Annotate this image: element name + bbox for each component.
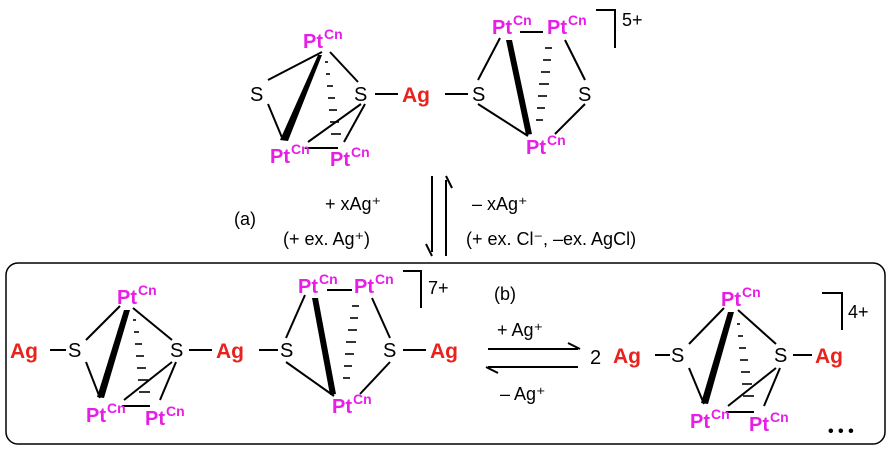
step-b-coefficient: 2	[590, 347, 601, 369]
box-left-ag-terminal: Ag	[10, 340, 38, 363]
box-right-pt-upper	[721, 284, 761, 311]
step-a-forward-line2: (+ ex. Ag⁺)	[283, 229, 370, 249]
equilibrium-a: (a) + xAg⁺ (+ ex. Ag⁺) – xAg⁺ (+ ex. Cl⁻…	[234, 175, 636, 257]
box-left-ag-bridge: Ag	[216, 340, 244, 363]
box-right-s-bridge: S	[774, 345, 787, 367]
box-mid-pt-upper-a	[298, 271, 338, 298]
box-right-cluster-s-bridge: S	[280, 340, 293, 362]
box-right-pt-lower-b	[749, 409, 789, 436]
equilibrium-b: (b) + Ag⁺ – Ag⁺ 2	[485, 284, 601, 404]
step-b-forward: + Ag⁺	[497, 320, 543, 340]
box-right-s-outer: S	[671, 345, 684, 367]
box-mid-ag-terminal: Ag	[430, 340, 458, 363]
top-left-pt-upper	[303, 26, 343, 53]
top-right-s-bridge: S	[472, 84, 485, 106]
step-a-forward-line1: + xAg⁺	[325, 194, 381, 214]
step-b-reverse: – Ag⁺	[500, 384, 546, 404]
box-left-s-outer: S	[68, 340, 81, 362]
step-b-label: (b)	[494, 284, 516, 304]
top-right-pt-lower	[526, 132, 566, 159]
box-left-complex: Ag S S Ag S	[10, 270, 458, 430]
top-left-s-outer: S	[250, 84, 263, 106]
top-right-cluster-bonds	[477, 31, 586, 137]
top-left-cluster-bonds	[267, 51, 366, 149]
step-a-reverse-line2: (+ ex. Cl⁻, –ex. AgCl)	[466, 229, 636, 249]
box-left-pt-lower-b	[145, 403, 185, 430]
equilibrium-b-box	[5, 262, 886, 445]
box-left-pt-lower-a	[86, 400, 126, 427]
box-mid-pt-lower	[332, 391, 372, 418]
box-left-pt-upper	[117, 282, 157, 309]
top-right-s-outer: S	[578, 84, 591, 106]
top-left-pt-lower-a	[270, 141, 310, 168]
top-right-pt-upper-b	[547, 12, 587, 39]
top-left-pt-lower-b	[330, 144, 370, 171]
top-right-pt-upper-a	[492, 12, 532, 39]
step-a-label: (a)	[234, 209, 256, 229]
box-left-charge: 7+	[428, 278, 449, 298]
top-ag-bridge: Ag	[402, 84, 430, 107]
box-right-complex: Ag S S Ag 4+ • • •	[613, 284, 869, 440]
box-mid-s-outer: S	[383, 340, 396, 362]
top-complex: S S Ag S S	[250, 9, 643, 171]
step-a-reverse-line1: – xAg⁺	[472, 194, 528, 214]
box-right-pt-lower-a	[690, 406, 730, 433]
box-right-ag-left: Ag	[613, 345, 641, 368]
box-right-ag-right: Ag	[815, 345, 843, 368]
top-charge: 5+	[622, 10, 643, 30]
box-right-charge: 4+	[848, 302, 869, 322]
ellipsis: • • •	[828, 423, 854, 440]
box-mid-pt-upper-b	[354, 271, 394, 298]
top-left-s-bridge: S	[354, 84, 367, 106]
box-left-s-bridge: S	[170, 340, 183, 362]
